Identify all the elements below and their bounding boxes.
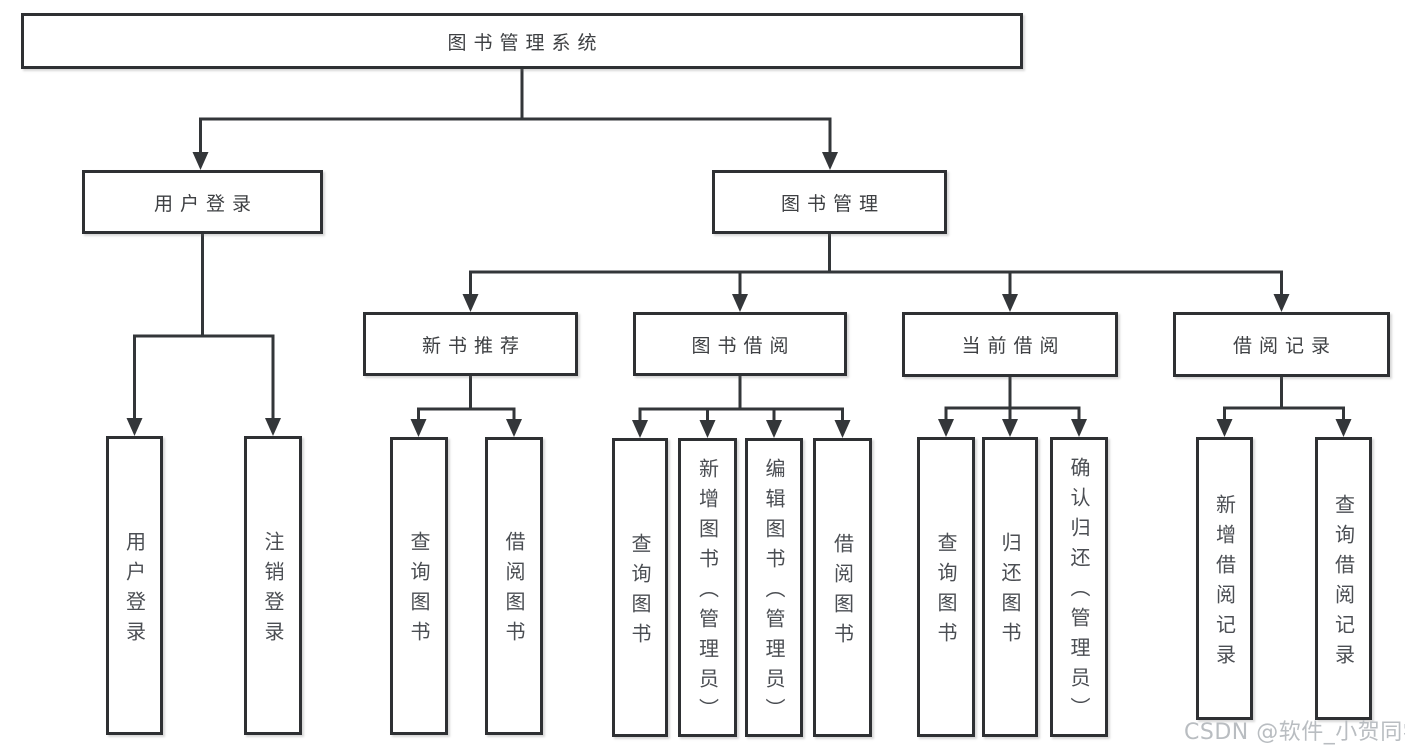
node-query-books-3: 查询图书 <box>917 437 975 737</box>
arrowhead-icon <box>938 419 954 437</box>
arrowhead-icons <box>126 152 1352 438</box>
node-user-login-branch: 用户登录 <box>82 170 323 234</box>
csdn-watermark: CSDN @软件_小贺同学 <box>1184 720 1405 745</box>
arrowhead-icon <box>1216 419 1233 437</box>
node-label: 编辑图书（管理员） <box>762 457 786 728</box>
arrowhead-icon <box>192 152 209 170</box>
node-add-book-admin: 新增图书（管理员） <box>678 438 737 737</box>
arrowhead-icon <box>822 152 838 170</box>
node-label: 借阅记录 <box>1232 335 1337 357</box>
node-label: 借阅图书 <box>830 532 855 653</box>
node-add-borrow-record: 新增借阅记录 <box>1196 437 1253 720</box>
node-label: 归还图书 <box>998 532 1022 652</box>
node-label: 注销登录 <box>261 530 285 651</box>
node-borrow-books-1: 借阅图书 <box>485 437 543 735</box>
arrowhead-icon <box>410 419 427 437</box>
arrowhead-icon <box>766 420 782 438</box>
node-confirm-return-admin: 确认归还（管理员） <box>1050 437 1108 737</box>
node-label: 查询借阅记录 <box>1331 493 1356 674</box>
node-label: 图书借阅 <box>691 334 796 357</box>
node-book-borrowing: 图书借阅 <box>633 312 847 376</box>
connector-root <box>199 69 832 153</box>
arrowhead-icon <box>1002 294 1018 312</box>
node-label: 查询图书 <box>407 531 431 651</box>
arrowhead-icon <box>506 419 522 437</box>
node-label: 用户登录 <box>153 192 258 215</box>
connector-history-group <box>1223 377 1345 421</box>
node-label: 查询图书 <box>934 532 958 652</box>
arrowhead-icon <box>699 420 716 438</box>
arrowhead-icon <box>1002 419 1018 437</box>
arrowhead-icon <box>834 420 851 438</box>
node-borrow-records: 借阅记录 <box>1173 312 1390 377</box>
node-label: 新书推荐 <box>421 334 526 357</box>
node-label: 查询图书 <box>628 532 652 653</box>
node-label: 当前借阅 <box>961 335 1066 357</box>
node-root-library-system: 图书管理系统 <box>21 13 1023 69</box>
node-label: 图书管理系统 <box>447 31 604 54</box>
node-return-book: 归还图书 <box>982 437 1038 737</box>
arrowhead-icon <box>1335 419 1352 437</box>
arrowhead-icon <box>732 294 748 312</box>
arrowhead-icon <box>462 294 479 312</box>
arrowhead-icon <box>265 418 281 436</box>
arrowhead-icon <box>632 420 648 438</box>
node-edit-book-admin: 编辑图书（管理员） <box>745 438 803 737</box>
node-user-login-leaf: 用户登录 <box>106 436 163 735</box>
arrowhead-icon <box>126 418 143 436</box>
connector-user-login-group <box>133 234 275 420</box>
connector-borrow-group <box>638 376 844 422</box>
node-label: 图书管理 <box>780 192 885 215</box>
node-current-borrowing: 当前借阅 <box>902 312 1118 377</box>
node-new-book-recommend: 新书推荐 <box>363 312 578 376</box>
arrowhead-icon <box>1071 419 1087 437</box>
node-book-management-branch: 图书管理 <box>712 170 947 234</box>
connector-current-group <box>944 377 1081 421</box>
node-label: 确认归还（管理员） <box>1067 457 1091 727</box>
node-borrow-books-2: 借阅图书 <box>813 438 872 737</box>
connector-new-books-group <box>417 376 516 421</box>
node-label: 用户登录 <box>122 530 147 651</box>
node-query-borrow-record: 查询借阅记录 <box>1315 437 1372 720</box>
node-query-books-1: 查询图书 <box>390 437 448 735</box>
arrowhead-icon <box>1273 294 1290 312</box>
connector-book-mgmt-group <box>469 234 1283 296</box>
node-label: 新增借阅记录 <box>1212 493 1237 674</box>
node-query-books-2: 查询图书 <box>612 438 668 737</box>
node-label: 新增图书（管理员） <box>695 457 720 728</box>
node-logout: 注销登录 <box>244 436 302 735</box>
node-label: 借阅图书 <box>502 531 526 651</box>
